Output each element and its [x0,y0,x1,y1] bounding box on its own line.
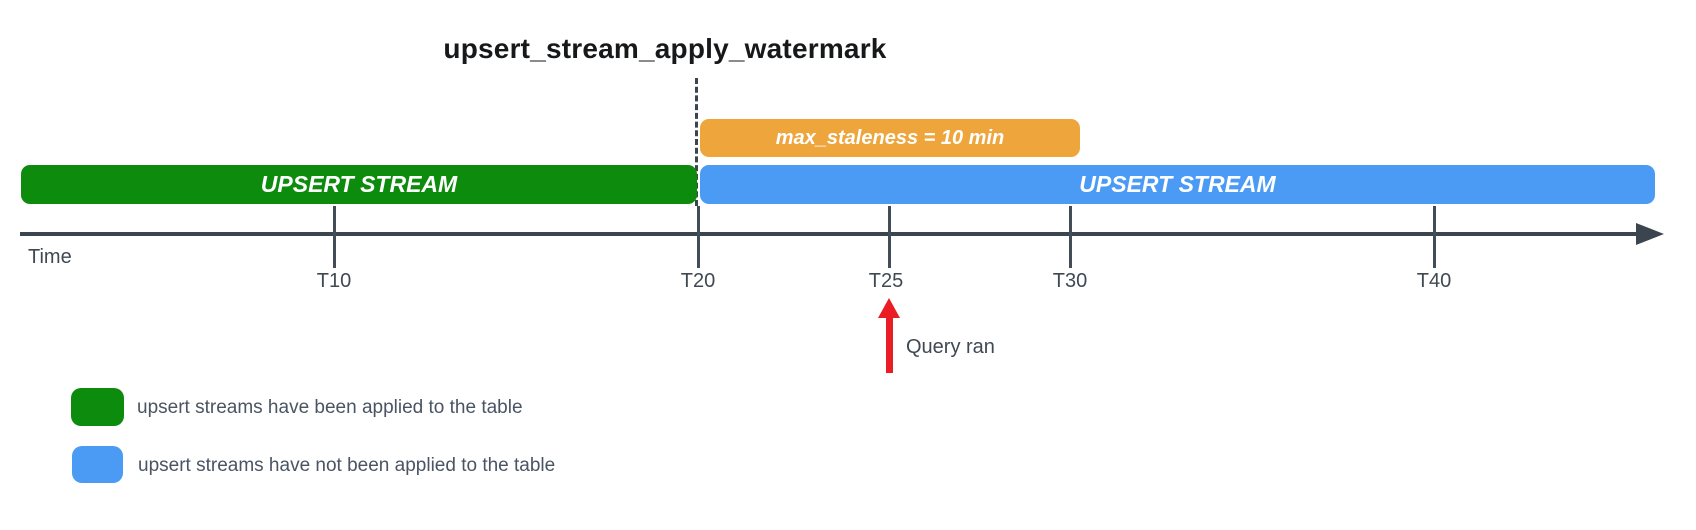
max-staleness-bar-label: max_staleness = 10 min [775,126,1005,149]
time-axis-arrowhead-icon [1636,223,1664,245]
diagram-title: upsert_stream_apply_watermark [443,33,887,64]
tick-label-t40: T40 [1416,270,1452,292]
tick-t20 [697,206,700,268]
tick-t40 [1433,206,1436,268]
upsert-stream-not-applied-bar: UPSERT STREAM [700,165,1655,204]
tick-label-t20: T20 [680,270,716,292]
query-ran-label: Query ran [906,336,995,358]
tick-label-t10: T10 [316,270,352,292]
max-staleness-bar: max_staleness = 10 min [700,119,1080,157]
tick-label-t30: T30 [1052,270,1088,292]
time-axis-label: Time [28,246,72,268]
legend-label-applied: upsert streams have been applied to the … [137,397,523,418]
upsert-stream-applied-bar: UPSERT STREAM [21,165,697,204]
tick-t30 [1069,206,1072,268]
time-axis-line [20,232,1638,236]
tick-t10 [333,206,336,268]
query-ran-arrow-shaft [886,314,893,373]
legend-swatch-not-applied [72,446,123,483]
upsert-stream-not-applied-bar-label: UPSERT STREAM [1079,171,1276,197]
tick-t25 [888,206,891,268]
tick-label-t25: T25 [868,270,904,292]
legend-label-not-applied: upsert streams have not been applied to … [138,455,556,476]
query-ran-arrow-icon [878,298,900,318]
watermark-dashed-line [695,78,698,206]
upsert-stream-applied-bar-label: UPSERT STREAM [260,171,458,197]
legend-swatch-applied [71,388,124,426]
